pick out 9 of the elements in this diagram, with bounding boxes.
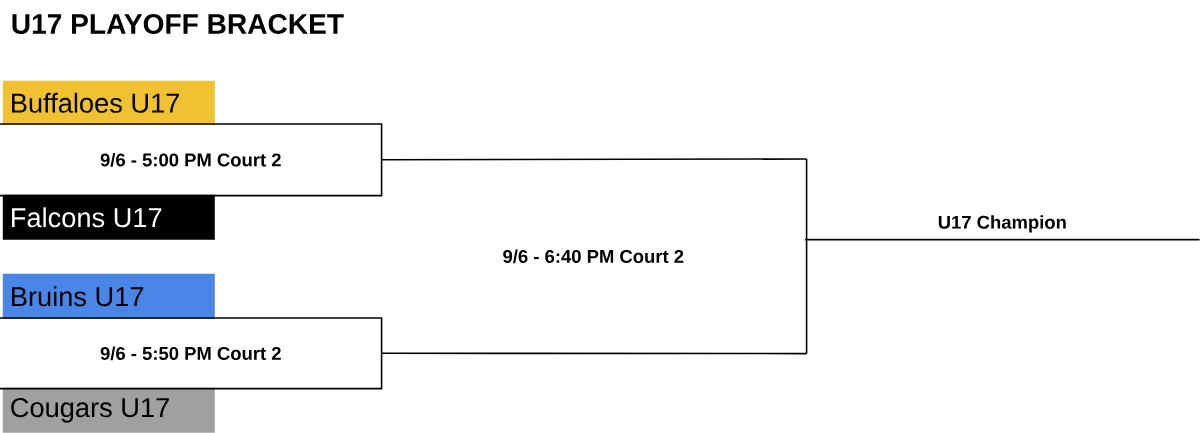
connector-line [380,352,808,355]
team-box: Bruins U17 [2,273,215,319]
connector-line [380,158,808,161]
match-bracket: 9/6 - 5:50 PM Court 2 [0,317,383,390]
team-box: Cougars U17 [2,387,215,433]
title: U17 PLAYOFF BRACKET [12,14,344,34]
match-bracket: 9/6 - 5:00 PM Court 2 [0,123,383,197]
team-box: Falcons U17 [2,194,215,240]
team-box: Buffaloes U17 [2,80,215,125]
